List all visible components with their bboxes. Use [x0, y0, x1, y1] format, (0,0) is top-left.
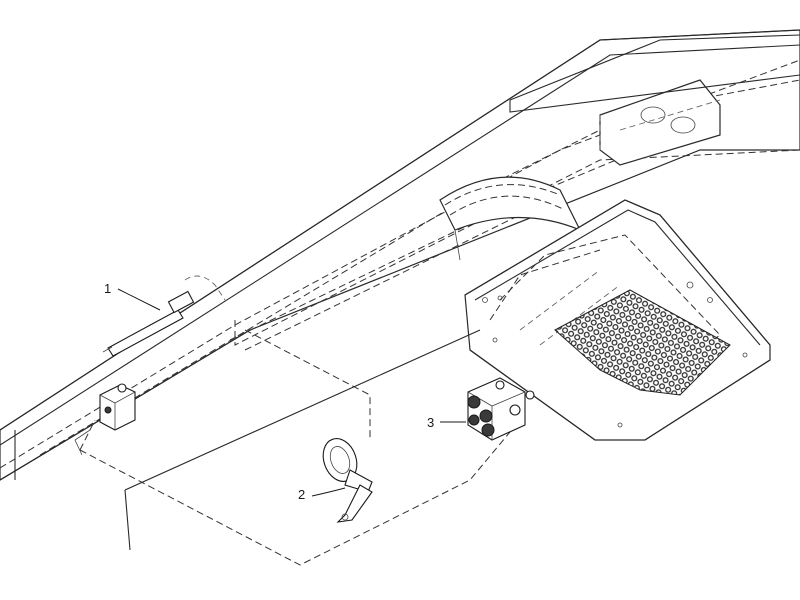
callout-leaders	[117, 288, 466, 497]
callout-label-2: 2	[298, 487, 305, 502]
callout-label-3: 3	[427, 415, 434, 430]
callout-label-1: 1	[104, 281, 111, 296]
part-2-lever	[322, 438, 373, 523]
side-panel	[79, 329, 521, 566]
part-1-rod	[102, 275, 226, 357]
mesh-floor	[554, 289, 731, 396]
battery-tray	[464, 199, 771, 441]
valve-block	[74, 383, 136, 456]
chassis-frame	[0, 29, 800, 481]
part-3-coupling	[467, 377, 535, 441]
